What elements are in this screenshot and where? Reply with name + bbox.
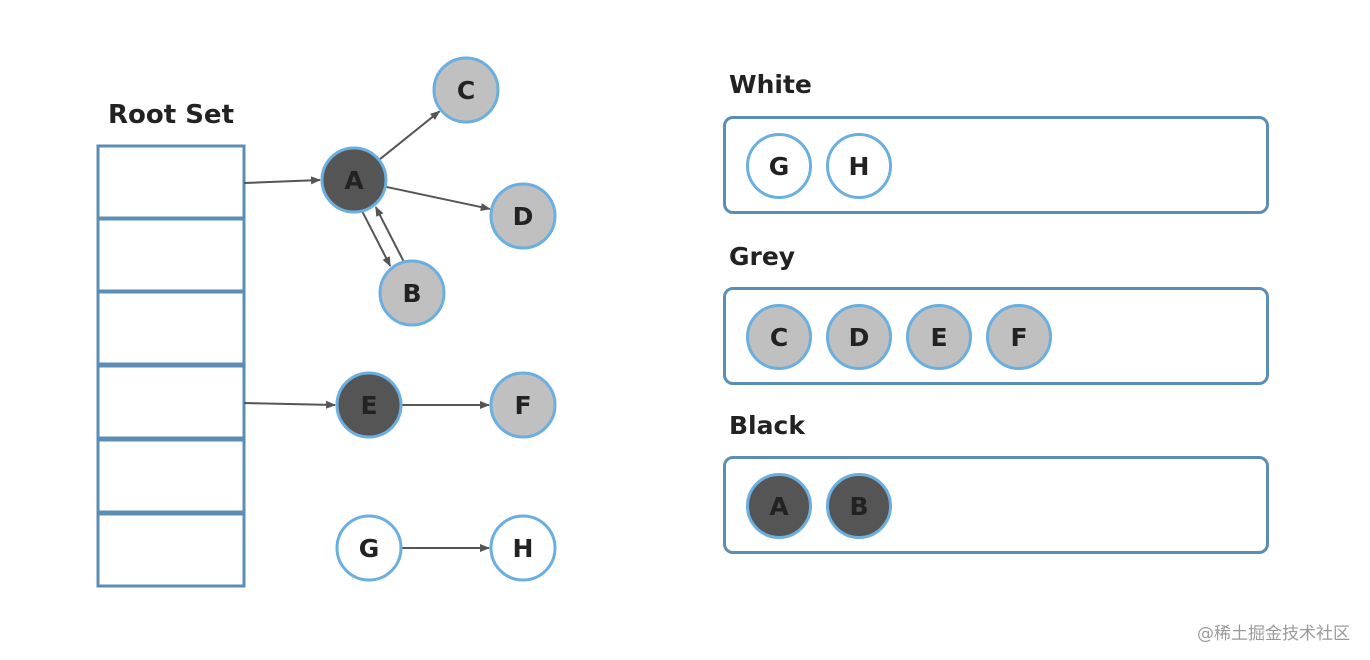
grey-set-title: Grey [729, 242, 796, 271]
watermark-text: @稀土掘金技术社区 [1197, 624, 1350, 644]
set-item-e: E [906, 304, 972, 370]
edge-arrow-b-to-a [374, 206, 405, 262]
edge-arrow-root-slot-3-to-e [243, 400, 336, 409]
node-circle [320, 146, 388, 214]
node-label: E [360, 391, 377, 420]
graph-node-d: D [489, 182, 557, 250]
graph-node-e: E [335, 371, 403, 439]
graph-edges [243, 110, 491, 552]
root-set-slot [96, 217, 246, 293]
root-set-slots [96, 144, 246, 588]
black-set-title: Black [729, 411, 805, 440]
node-circle [489, 182, 557, 250]
set-item-h: H [826, 133, 892, 199]
root-set-title: Root Set [108, 100, 234, 130]
node-circle [432, 56, 500, 124]
graph-node-h: H [489, 514, 557, 582]
root-set-slot [96, 438, 246, 514]
graph-node-c: C [432, 56, 500, 124]
node-label: F [514, 391, 531, 420]
root-set-slot [96, 290, 246, 366]
set-item-d: D [826, 304, 892, 370]
node-circle [335, 514, 403, 582]
node-label: D [513, 202, 534, 231]
root-set-slot [96, 512, 246, 588]
node-circle [489, 371, 557, 439]
node-label: G [359, 534, 380, 563]
node-circle [378, 259, 446, 327]
node-label: C [457, 76, 475, 105]
graph-nodes: A B C D E F G H [320, 56, 557, 582]
node-circle [489, 514, 557, 582]
node-label: B [402, 279, 421, 308]
set-item-g: G [746, 133, 812, 199]
node-circle [335, 371, 403, 439]
set-item-f: F [986, 304, 1052, 370]
edge-arrow-a-to-c [378, 110, 441, 161]
edge-arrow-root-slot-0-to-a [243, 176, 321, 185]
white-set-title: White [729, 70, 812, 99]
root-set-slot [96, 364, 246, 440]
node-label: A [344, 166, 364, 195]
set-item-b: B [826, 473, 892, 539]
graph-node-f: F [489, 371, 557, 439]
graph-node-a: A [320, 146, 388, 214]
set-item-c: C [746, 304, 812, 370]
edge-arrow-a-to-d [385, 185, 491, 211]
node-label: H [513, 534, 534, 563]
graph-node-g: G [335, 514, 403, 582]
edge-arrow-a-to-b [361, 211, 392, 267]
graph-node-b: B [378, 259, 446, 327]
root-set-slot [96, 144, 246, 220]
set-item-a: A [746, 473, 812, 539]
